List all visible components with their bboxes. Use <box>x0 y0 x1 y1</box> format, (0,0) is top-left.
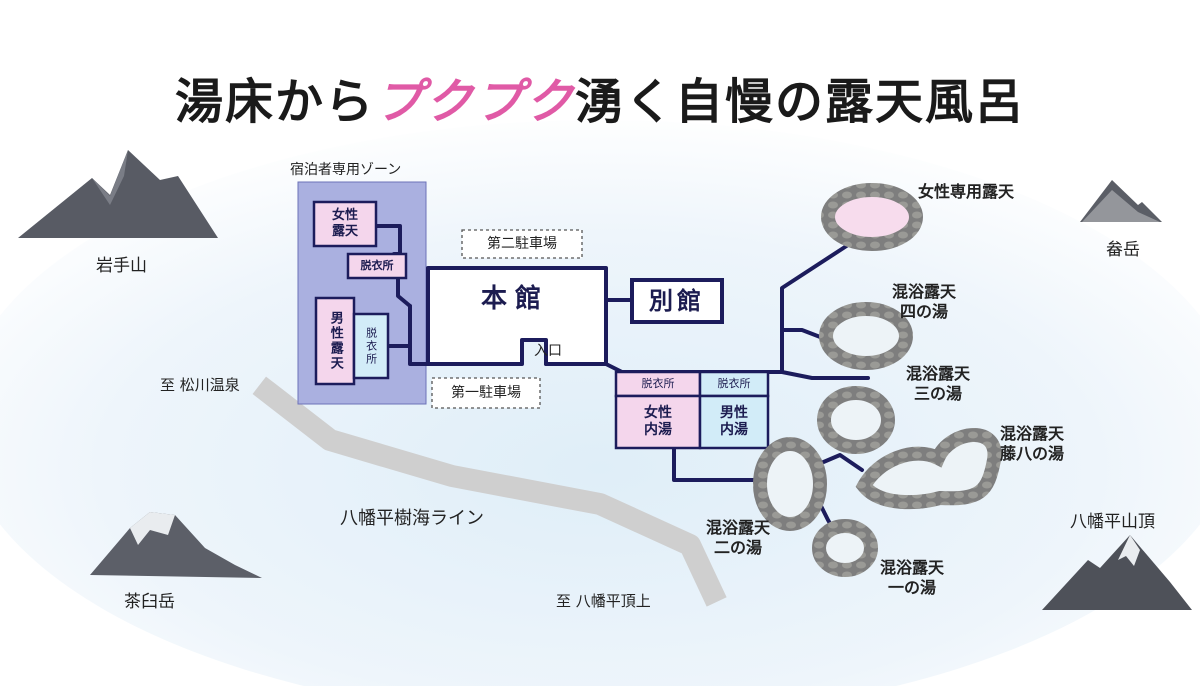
rock-pools <box>753 183 1002 577</box>
mixed-bath-1-label: 混浴露天 一の湯 <box>880 558 945 597</box>
guest-zone-boxes <box>312 200 408 386</box>
page-title: 湯床からプクプク湧く自慢の露天風呂 <box>0 62 1200 132</box>
parking-1-label: 第一駐車場 <box>451 384 521 401</box>
main-hall-outline <box>426 266 608 366</box>
parking-2-label: 第二駐車場 <box>487 235 557 252</box>
women-indoor-bath: 女性内湯 <box>644 405 672 438</box>
men-outdoor-bath-zone: 男性露天 <box>327 311 343 371</box>
pool-mixed-88 <box>855 428 1002 510</box>
pool-mixed-1 <box>812 519 878 577</box>
mixed-bath-88-label: 混浴露天 藤八の湯 <box>1000 424 1065 463</box>
mountain-chausu-label: 茶臼岳 <box>124 592 175 612</box>
pool-mixed-3 <box>817 386 895 454</box>
zone-changing-room: 脱衣所 <box>360 259 394 273</box>
main-hall-label: 本館 <box>480 284 549 315</box>
mixed-bath-4-label: 混浴露天 四の湯 <box>892 282 957 321</box>
parking-2-box <box>461 229 583 259</box>
women-outdoor-bath-zone: 女性露天 <box>331 208 358 239</box>
road <box>252 376 727 607</box>
parking-1-box <box>431 377 541 409</box>
title-part2: 湧く自慢の露天風呂 <box>575 74 1026 130</box>
women-only-outdoor-label: 女性専用露天 <box>918 182 1015 201</box>
title-part1: 湯床から <box>174 74 375 130</box>
men-indoor-bath: 男性内湯 <box>720 405 748 438</box>
pool-mixed-4 <box>819 302 913 370</box>
annex-box <box>630 278 724 324</box>
mixed-bath-2-label: 混浴露天 二の湯 <box>706 518 771 557</box>
annex-label: 別館 <box>649 286 705 315</box>
road-name-label: 八幡平樹海ライン <box>340 508 484 529</box>
mountain-hachimantai-label: 八幡平山頂 <box>1070 512 1155 532</box>
mountain-hachimantai-icon <box>1042 535 1192 610</box>
mountain-iwate-label: 岩手山 <box>96 256 147 276</box>
pool-mixed-2 <box>753 437 827 531</box>
pool-women-only <box>821 183 923 251</box>
men-changing-room: 脱衣所 <box>364 326 378 366</box>
mountain-gentake-label: 畚岳 <box>1106 240 1140 260</box>
changing-room-right: 脱衣所 <box>717 377 751 391</box>
entrance-label: 入口 <box>534 342 562 359</box>
mountain-iwate-icon <box>18 150 218 238</box>
title-highlight: プクプク <box>374 74 575 130</box>
indoor-bath-block <box>614 370 770 450</box>
mountain-chausu-icon <box>90 512 262 578</box>
to-summit-label: 至 八幡平頂上 <box>556 592 651 610</box>
mixed-bath-3-label: 混浴露天 三の湯 <box>906 364 971 403</box>
mountain-gentake-icon <box>1080 180 1162 222</box>
to-matsukawa-label: 至 松川温泉 <box>160 376 240 394</box>
changing-room-left: 脱衣所 <box>641 377 675 391</box>
guest-zone-label: 宿泊者専用ゾーン <box>290 162 402 178</box>
